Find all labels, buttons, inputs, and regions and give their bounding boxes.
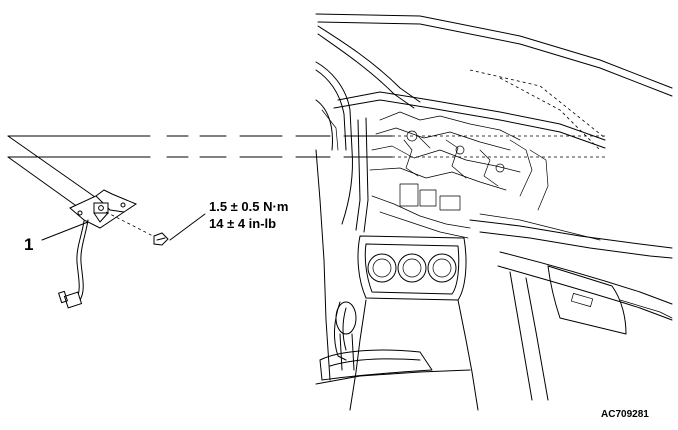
shift-knob: [335, 301, 357, 335]
torque-spec-imperial: 14 ± 4 in-lb: [209, 216, 277, 231]
torque-leader: [169, 213, 206, 241]
callout-leader: [41, 221, 89, 241]
wire-harness: [75, 220, 85, 301]
vent-center: [397, 253, 427, 283]
sensor-bracket-assembly: [58, 189, 138, 309]
mounting-screw: [105, 211, 169, 246]
part-callout-number: 1: [24, 235, 34, 254]
dashboard-line-art: [315, 13, 673, 411]
torque-spec-metric: 1.5 ± 0.5 N·m: [209, 199, 289, 214]
glovebox: [547, 265, 627, 335]
harness-connector: [63, 291, 83, 309]
figure-id: AC709281: [601, 409, 649, 420]
vent-right: [427, 253, 457, 283]
vent-left: [367, 253, 397, 283]
install-point-marker: [417, 135, 431, 149]
